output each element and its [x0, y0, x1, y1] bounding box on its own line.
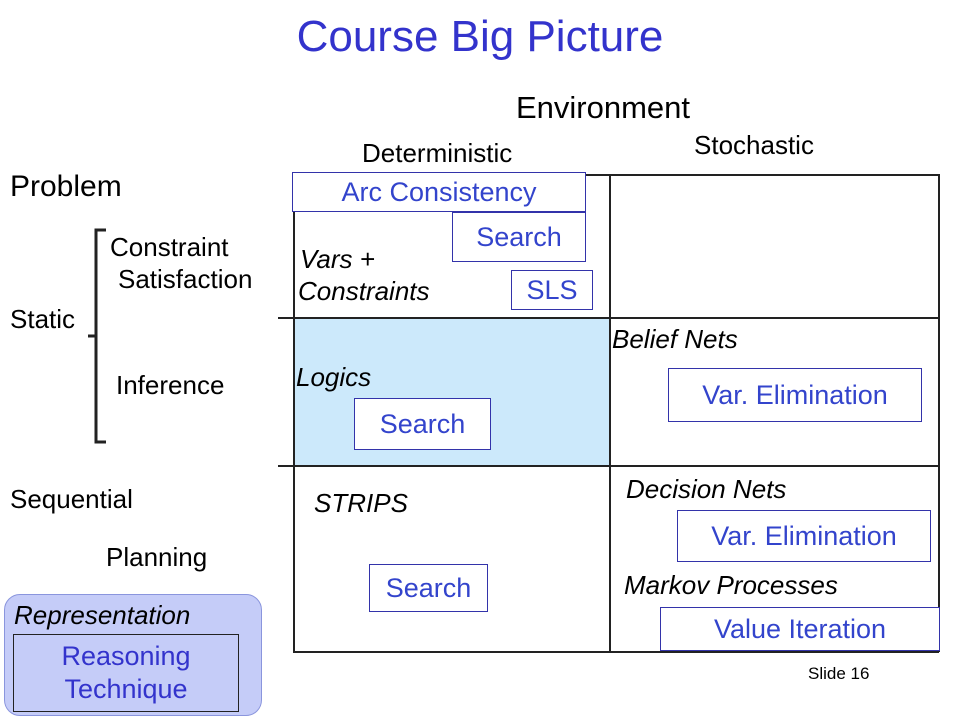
slide-title: Course Big Picture	[296, 12, 664, 61]
row-label-planning: Planning	[106, 542, 208, 572]
slide-number: Slide 16	[808, 664, 870, 683]
grid-left-border	[293, 174, 295, 652]
row-label-inference: Inference	[116, 370, 225, 400]
grid-right-border	[938, 174, 940, 652]
var-elimination-box-1: Var. Elimination	[668, 368, 922, 422]
environment-header: Environment	[516, 90, 691, 125]
row-label-static: Static	[10, 304, 76, 334]
strips-label: STRIPS	[314, 488, 408, 518]
legend-reasoning-line2: Technique	[64, 674, 188, 704]
var-elimination-box-2: Var. Elimination	[677, 510, 931, 562]
grid-row-divider-2	[278, 465, 939, 467]
legend-reasoning-line1: Reasoning	[61, 641, 191, 671]
grid-top-border	[586, 174, 939, 176]
row-label-sequential: Sequential	[10, 484, 133, 514]
static-brace	[88, 228, 106, 444]
search-planning-box: Search	[369, 564, 488, 612]
belief-nets-label: Belief Nets	[612, 324, 738, 354]
grid-bottom-border	[293, 651, 939, 653]
problem-header: Problem	[10, 170, 122, 203]
grid-column-divider	[609, 174, 611, 652]
decision-nets-label: Decision Nets	[626, 474, 787, 504]
sls-box: SLS	[511, 270, 593, 310]
value-iteration-box: Value Iteration	[660, 607, 940, 651]
logics-label: Logics	[296, 362, 372, 392]
search-csp-box: Search	[452, 212, 586, 262]
row-label-satisfaction: Satisfaction	[118, 264, 253, 294]
legend-representation-label: Representation	[14, 600, 191, 630]
search-logics-box: Search	[354, 398, 491, 450]
markov-processes-label: Markov Processes	[624, 570, 838, 600]
row-label-constraint: Constraint	[110, 232, 229, 262]
column-header-deterministic: Deterministic	[362, 138, 513, 168]
legend-reasoning-technique-box: Reasoning Technique	[13, 634, 239, 712]
vars-constraints-line2: Constraints	[298, 276, 430, 306]
grid-row-divider-1	[278, 317, 939, 319]
vars-constraints-line1: Vars +	[300, 244, 375, 274]
column-header-stochastic: Stochastic	[694, 130, 814, 160]
arc-consistency-box: Arc Consistency	[292, 172, 586, 212]
